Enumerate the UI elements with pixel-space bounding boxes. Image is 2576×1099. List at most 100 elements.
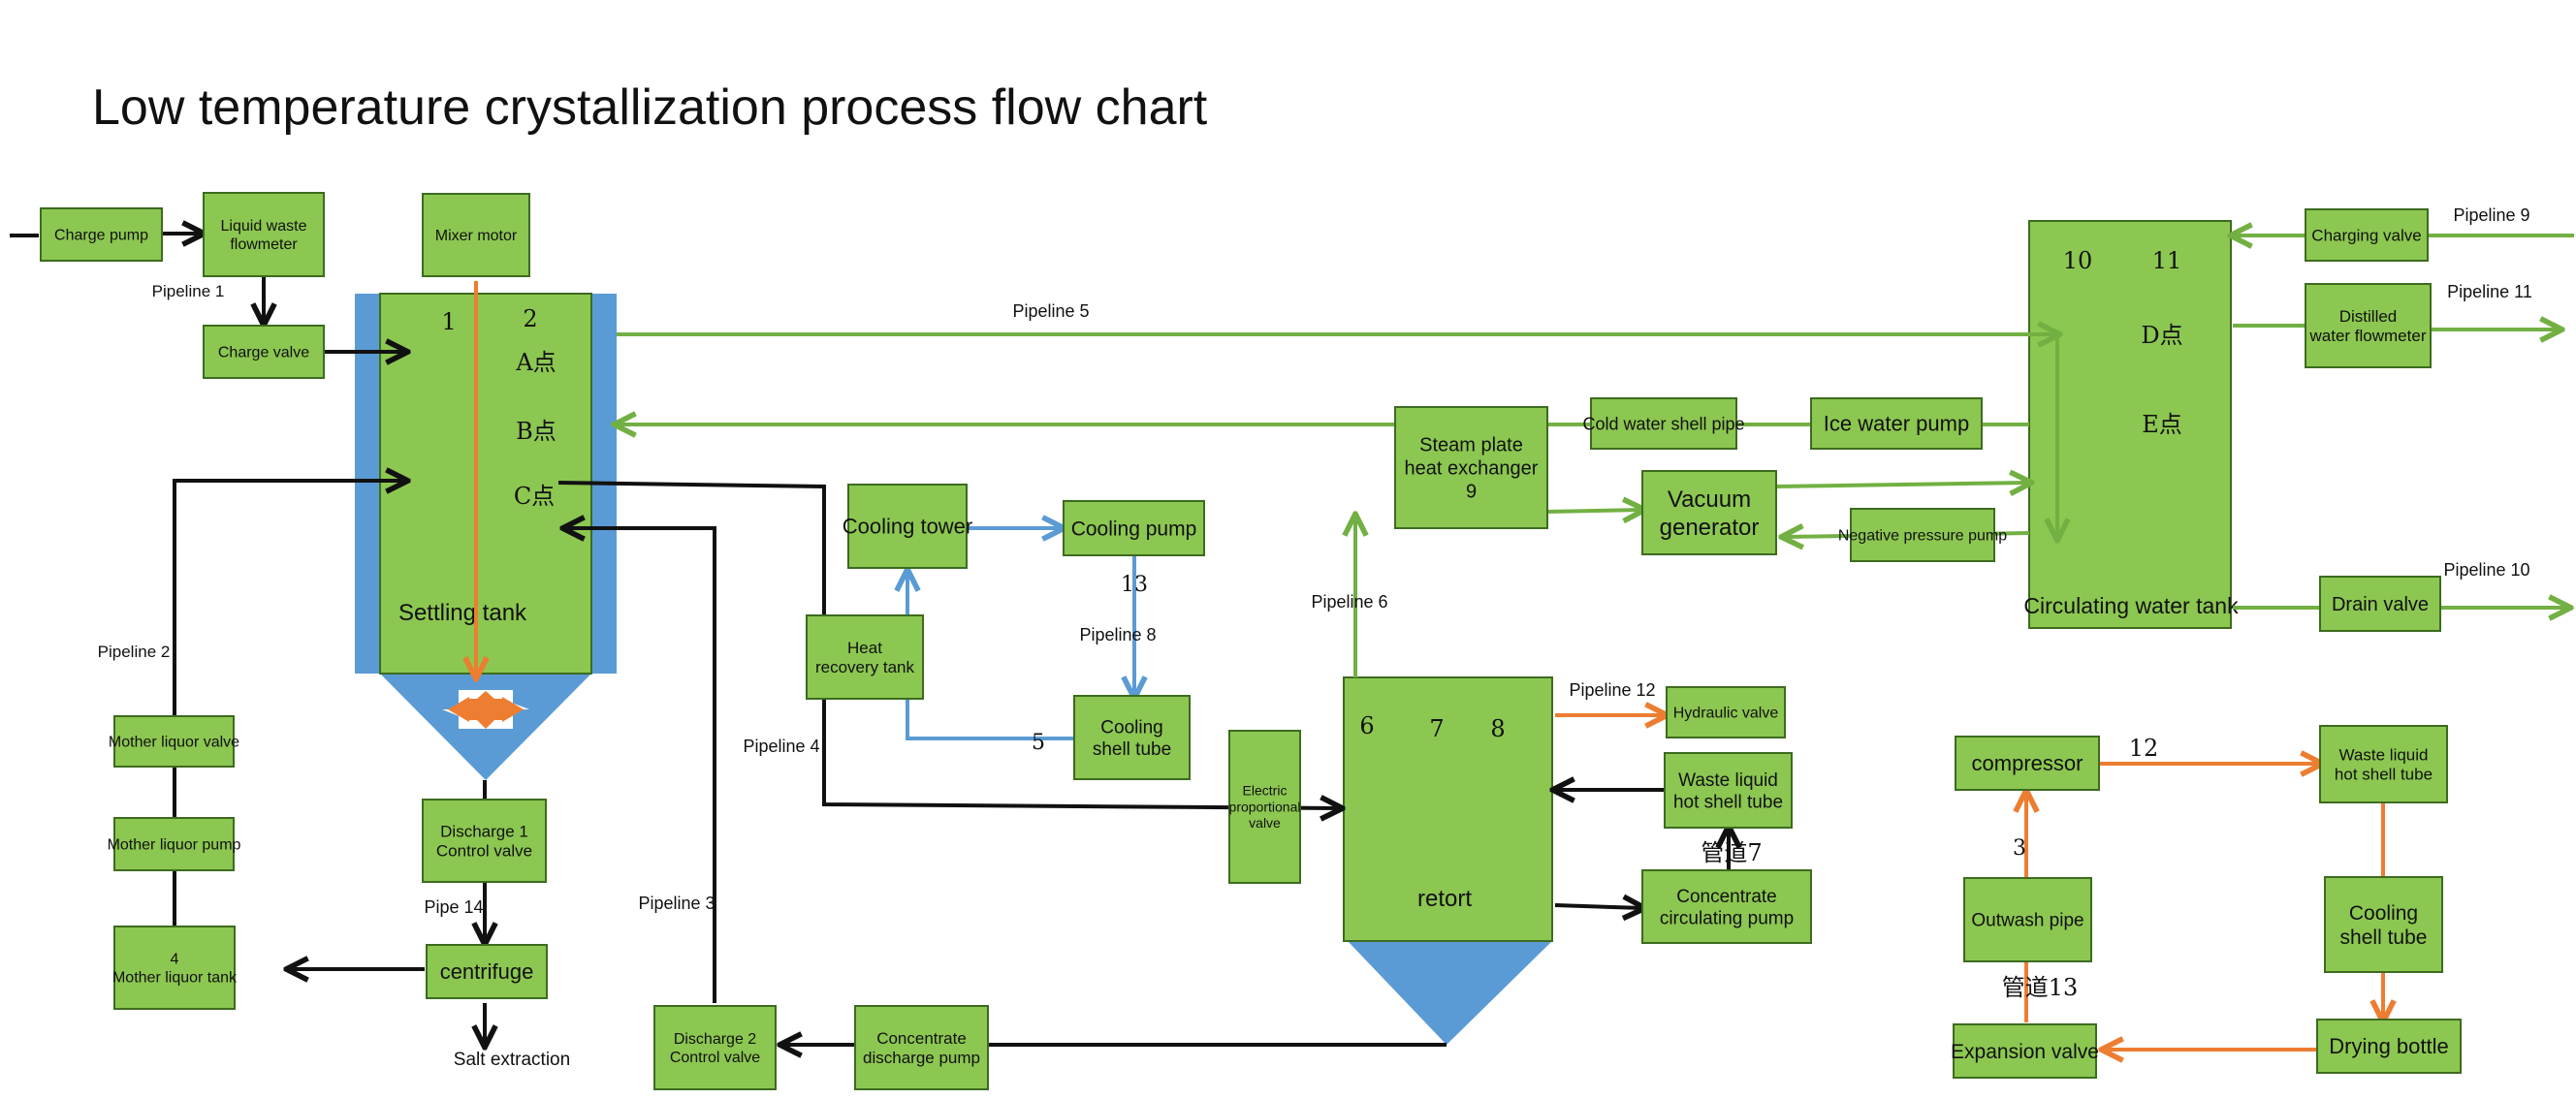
mother-liquor-valve-box-text: Mother liquor valve xyxy=(109,735,239,751)
settling-tank-number-2: 2 xyxy=(523,305,537,332)
guandao13-label: 管道13 xyxy=(2002,974,2079,1001)
retort-number-7: 7 xyxy=(1429,715,1444,742)
hydraulic-valve-box: Hydraulic valve xyxy=(1666,686,1786,738)
mother-liquor-pump-box-text: Mother liquor pump xyxy=(108,837,241,854)
cooling-shell-tube-box-text: shell tube xyxy=(1093,739,1171,760)
cold-water-shell-pipe-box: Cold water shell pipe xyxy=(1582,397,1745,450)
expansion-valve-box-text: Expansion valve xyxy=(1951,1041,2099,1063)
tank-number-10: 10 xyxy=(2063,247,2093,274)
pipeline11-label: Pipeline 11 xyxy=(2447,282,2532,301)
discharge1-box-text: Control valve xyxy=(436,842,532,861)
compressor-box: compressor xyxy=(1955,736,2100,791)
settling-tank-label: Settling tank xyxy=(398,600,527,626)
retort-number-8: 8 xyxy=(1490,715,1505,742)
pipeline2-label: Pipeline 2 xyxy=(98,643,171,661)
mother-liquor-tank-box-text: 4 xyxy=(171,952,179,968)
steam-plate-box-text: heat exchanger xyxy=(1405,458,1539,480)
cooling-pump-box-text: Cooling pump xyxy=(1071,518,1197,540)
settling-tank: 1 2 A点 B点 C点 Settling tank xyxy=(355,293,617,780)
circulating-water-tank-label: Circulating water tank xyxy=(2023,593,2239,618)
vacuum-generator-box-text: Vacuum xyxy=(1668,487,1751,513)
pipe14-label: Pipe 14 xyxy=(424,897,483,917)
retort-label: retort xyxy=(1417,886,1472,912)
electric-valve-box-text: proportional xyxy=(1229,799,1301,814)
steam-plate-box-text: 9 xyxy=(1466,482,1477,503)
pipeline5-label: Pipeline 5 xyxy=(1012,301,1089,321)
charge-valve-box-text: Charge valve xyxy=(218,345,309,361)
drying-bottle-box-text: Drying bottle xyxy=(2329,1034,2449,1058)
waste-hot-shell-tube-b-box-text: hot shell tube xyxy=(2335,766,2433,784)
page-title: Low temperature crystallization process … xyxy=(92,79,1208,136)
pipeline6-label: Pipeline 6 xyxy=(1311,592,1387,612)
compressor-box-text: compressor xyxy=(1972,751,2083,775)
point-e-label: E点 xyxy=(2142,411,2182,438)
cooling-shell-tube-b-box-text: shell tube xyxy=(2340,926,2428,949)
retort-body xyxy=(1343,676,1553,942)
distilled-flowmeter-box-text: water flowmeter xyxy=(2309,327,2427,345)
point-a-label: A点 xyxy=(515,349,556,376)
guandao7-label: 管道7 xyxy=(1701,839,1762,866)
n3-label: 3 xyxy=(2013,836,2026,861)
heat-recovery-tank-box-text: Heat xyxy=(847,639,882,657)
mixer-blade-icon xyxy=(442,690,529,729)
pipeline10-label: Pipeline 10 xyxy=(2443,560,2529,580)
pipeline12-label: Pipeline 12 xyxy=(1569,680,1655,700)
circulating-water-tank: 10 11 D点 E点 Circulating water tank xyxy=(2023,220,2239,629)
waste-hot-shell-tube-a-box-text: Waste liquid xyxy=(1678,770,1778,791)
drying-bottle-box: Drying bottle xyxy=(2316,1019,2462,1074)
cooling-pump-box: Cooling pump xyxy=(1063,500,1205,556)
tank-number-11: 11 xyxy=(2152,247,2182,274)
steam-plate-box-text: Steam plate xyxy=(1419,435,1523,456)
heat-recovery-tank-box-text: recovery tank xyxy=(815,658,915,676)
settling-tank-body xyxy=(379,293,592,675)
settling-tank-number-1: 1 xyxy=(441,308,456,335)
outwash-pipe-box-text: Outwash pipe xyxy=(1971,911,2083,931)
charging-valve-box-text: Charging valve xyxy=(2311,226,2421,244)
electric-valve-box-text: valve xyxy=(1249,815,1281,831)
drain-valve-box: Drain valve xyxy=(2319,576,2441,632)
retort-cone xyxy=(1348,941,1552,1045)
cooling-tower-box-text: Cooling tower xyxy=(843,515,973,539)
pipeline1-label: Pipeline 1 xyxy=(152,282,225,300)
mother-liquor-valve-box: Mother liquor valve xyxy=(109,715,239,768)
pipeline-3-line xyxy=(565,528,716,1003)
n13-label: 13 xyxy=(1121,573,1148,597)
ice-water-pump-box-text: Ice water pump xyxy=(1824,412,1969,436)
outwash-pipe-box: Outwash pipe xyxy=(1963,877,2092,962)
waste-hot-shell-tube-a-box-text: hot shell tube xyxy=(1673,793,1783,813)
pipeline9-label: Pipeline 9 xyxy=(2453,205,2529,225)
point-d-label: D点 xyxy=(2141,322,2182,349)
waste-hot-shell-tube-b-box-text: Waste liquid xyxy=(2339,745,2429,764)
concentrate-discharge-pump-box-text: Concentrate xyxy=(876,1029,967,1048)
charge-valve-box: Charge valve xyxy=(203,325,325,379)
mixer-motor-box-text: Mixer motor xyxy=(435,228,518,244)
pipeline4-label: Pipeline 4 xyxy=(743,737,819,756)
concentrate-circ-pump-box-text: Concentrate xyxy=(1676,887,1777,907)
mother-liquor-tank-box-text: Mother liquor tank xyxy=(112,970,238,987)
retort-to-circ-pump-line xyxy=(1554,905,1642,908)
liquid-waste-flowmeter-box-text: Liquid waste xyxy=(221,218,307,235)
charge-pump-box-text: Charge pump xyxy=(54,228,148,244)
point-b-label: B点 xyxy=(516,418,557,445)
expansion-valve-box: Expansion valve xyxy=(1951,1023,2099,1079)
vacuum-to-tank-line xyxy=(1775,483,2029,487)
cooling-shell-tube-box-text: Cooling xyxy=(1100,717,1162,738)
n5-label: 5 xyxy=(1032,731,1045,755)
n12-label: 12 xyxy=(2129,735,2159,762)
salt-extraction-label: Salt extraction xyxy=(454,1050,570,1070)
pipeline-2-line xyxy=(173,481,405,926)
waste-hot-shell-tube-b-box: Waste liquid hot shell tube xyxy=(2319,725,2448,803)
